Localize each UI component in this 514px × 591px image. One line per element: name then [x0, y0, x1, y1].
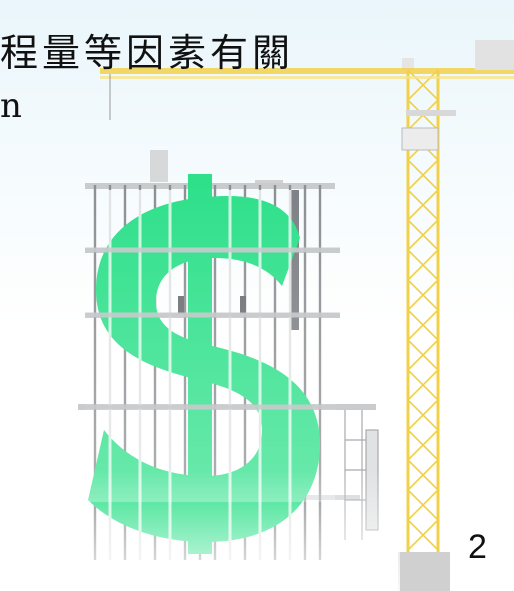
- slide-text-line-1: 程量等因素有關: [0, 31, 295, 75]
- dollar-sign-icon: [85, 174, 335, 554]
- slide-text-line-2: n: [0, 86, 22, 126]
- page-number: 2: [468, 528, 487, 566]
- crane-icon: [100, 40, 514, 591]
